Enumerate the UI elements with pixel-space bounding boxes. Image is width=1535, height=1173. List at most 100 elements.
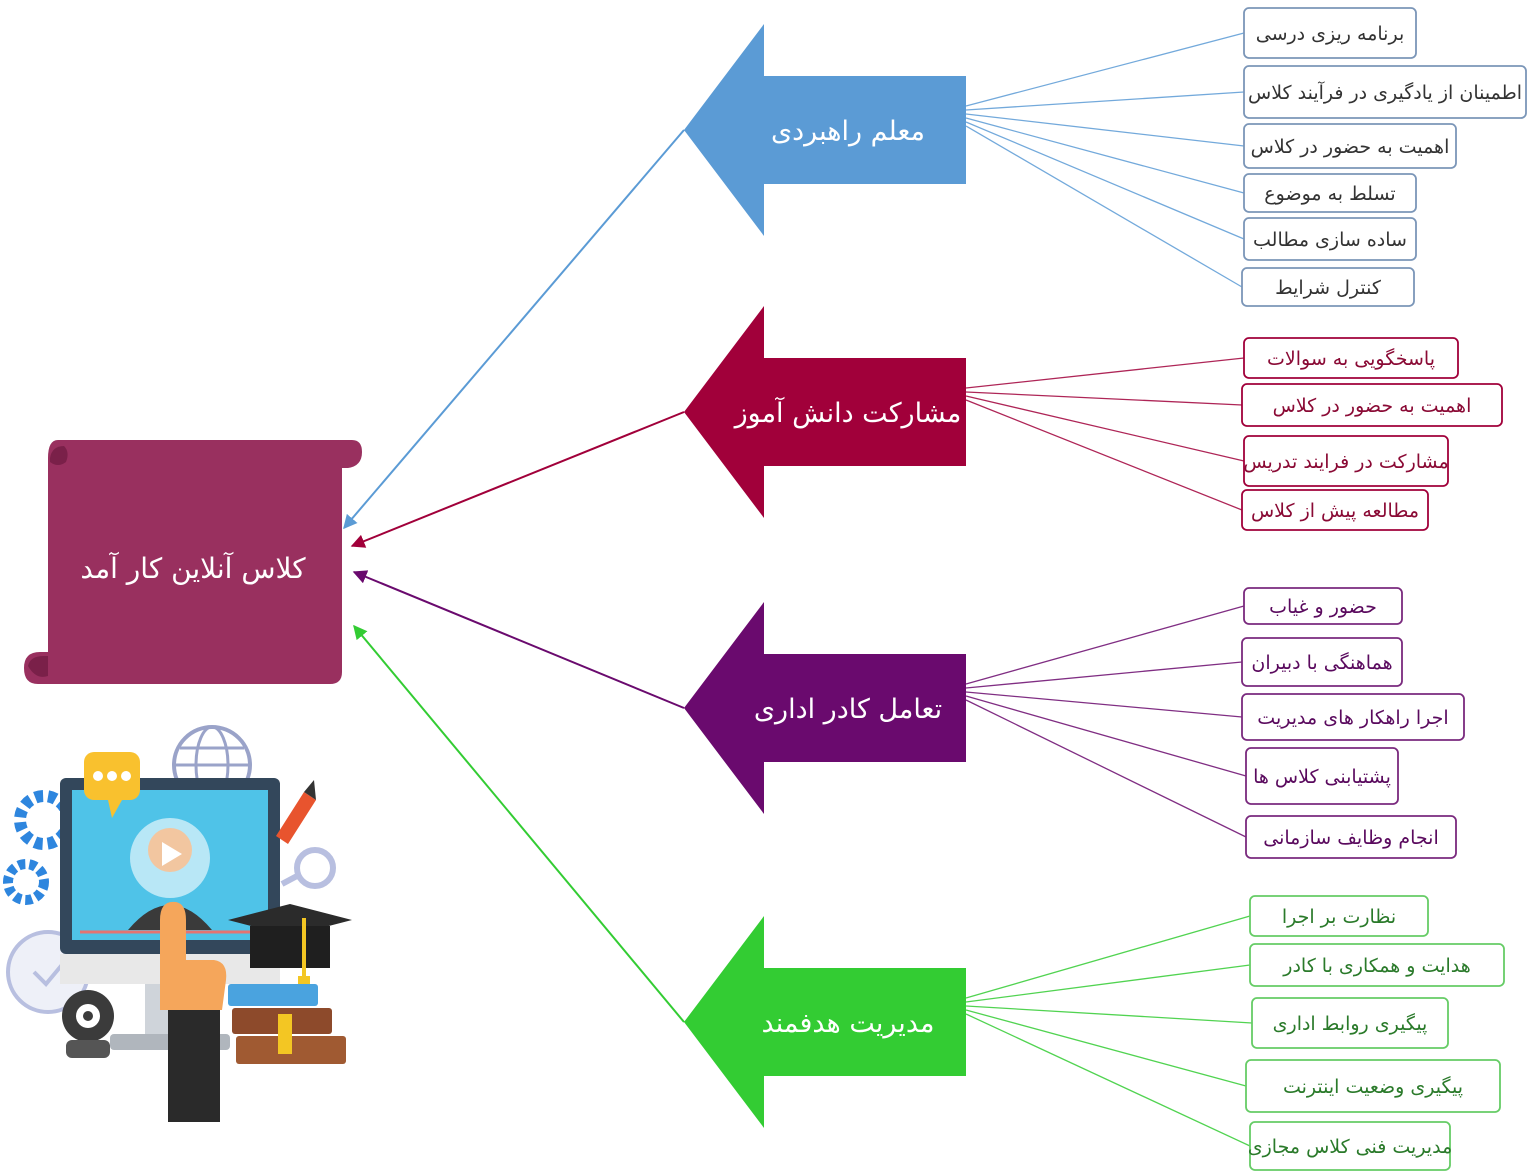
group-arrow-label: تعامل کادر اداری [754, 694, 942, 725]
item-box-frame [1241, 637, 1403, 687]
item-connector [965, 121, 1245, 240]
item-box-frame [1243, 337, 1459, 379]
item-connector [965, 113, 1245, 147]
item-connector [965, 1013, 1251, 1147]
item-box: اهمیت به حضور در کلاس [1243, 123, 1457, 169]
item-connector [965, 1005, 1253, 1024]
item-label: اهمیت به حضور در کلاس [1273, 395, 1472, 417]
pencil-icon [276, 780, 316, 844]
group-to-center-connector [352, 570, 685, 709]
item-connector [965, 1009, 1247, 1087]
item-connector [965, 91, 1245, 111]
item-connector [965, 399, 1243, 511]
item-box: پاسخگویی به سوالات [1243, 337, 1459, 379]
item-box-frame [1241, 383, 1503, 427]
books-icon [228, 984, 346, 1064]
item-connector [965, 695, 1247, 777]
item-box-frame [1245, 747, 1399, 805]
item-label: مشارکت در فرایند تدریس [1243, 451, 1448, 473]
item-label: پشتیابنی کلاس ها [1253, 766, 1391, 788]
group-arrow: معلم راهبردی [684, 24, 966, 236]
block-arrow-shape [684, 306, 966, 518]
item-box: اطمینان از یادگیری در فرآیند کلاس [1243, 65, 1527, 119]
block-arrow-shape [684, 602, 966, 814]
item-box: مشارکت در فرایند تدریس [1243, 435, 1449, 487]
group-to-center-connector [350, 411, 685, 548]
item-connector [965, 357, 1245, 389]
group-to-center-connector [343, 129, 685, 530]
scroll-shape [24, 440, 362, 684]
item-connector [965, 391, 1243, 406]
item-label: مدیریت فنی کلاس مجازی [1248, 1136, 1453, 1158]
item-box: انجام وظایف سازمانی [1245, 815, 1457, 859]
item-box-frame [1249, 943, 1505, 987]
item-box: حضور و غیاب [1243, 587, 1403, 625]
item-box-frame [1243, 7, 1417, 59]
item-box: هدایت و همکاری با کادر [1249, 943, 1505, 987]
scroll-curl-top [50, 446, 68, 465]
item-box-frame [1241, 267, 1415, 307]
item-box: مطالعه پیش از کلاس [1241, 489, 1429, 531]
item-box-frame [1243, 587, 1403, 625]
item-box-frame [1243, 123, 1457, 169]
magnifier-icon [280, 847, 336, 889]
item-box: کنترل شرایط [1241, 267, 1415, 307]
item-box-frame [1245, 1059, 1501, 1113]
group-arrow: مشارکت دانش آموز [684, 306, 966, 518]
item-label: اطمینان از یادگیری در فرآیند کلاس [1248, 80, 1522, 104]
center-label: کلاس آنلاین کار آمد [80, 552, 306, 585]
item-label: حضور و غیاب [1269, 596, 1377, 618]
item-box-frame [1243, 217, 1417, 261]
item-connector [965, 964, 1251, 1003]
center-scroll-node: کلاس آنلاین کار آمد [24, 440, 362, 684]
item-connector [965, 915, 1251, 999]
item-box-frame [1243, 435, 1449, 487]
item-connector [965, 125, 1243, 288]
group-arrow-label: مشارکت دانش آموز [733, 397, 962, 429]
item-label: تسلط به موضوع [1264, 183, 1395, 205]
item-label: اهمیت به حضور در کلاس [1251, 136, 1450, 158]
item-box: برنامه ریزی درسی [1243, 7, 1417, 59]
item-box: اجرا راهکار های مدیریت [1241, 693, 1465, 741]
group-arrows: معلم راهبردی مشارکت دانش آموز تعامل کادر ا… [684, 24, 966, 1128]
item-connector [965, 395, 1245, 462]
item-box-frame [1241, 489, 1429, 531]
gear-icon [3, 790, 74, 905]
item-box: نظارت بر اجرا [1249, 895, 1429, 937]
item-box: اهمیت به حضور در کلاس [1241, 383, 1503, 427]
group-arrow: تعامل کادر اداری [684, 602, 966, 814]
item-connector [965, 691, 1243, 718]
item-box: تسلط به موضوع [1243, 173, 1417, 213]
item-label: اجرا راهکار های مدیریت [1257, 707, 1448, 729]
webcam-icon [62, 990, 114, 1058]
item-connector [965, 32, 1245, 107]
item-connector [965, 605, 1245, 685]
item-box-frame [1245, 815, 1457, 859]
group-arrow: مدیریت هدفمند [684, 916, 966, 1128]
item-label: نظارت بر اجرا [1282, 906, 1396, 928]
item-label: برنامه ریزی درسی [1256, 23, 1405, 45]
item-connector [965, 117, 1245, 194]
item-label: مطالعه پیش از کلاس [1251, 500, 1419, 522]
item-label: ساده سازی مطالب [1253, 229, 1407, 251]
chat-bubble-icon [84, 752, 140, 818]
online-class-illustration [3, 725, 352, 1122]
block-arrow-shape [684, 916, 966, 1128]
item-box: پیگیری روابط اداری [1251, 997, 1449, 1049]
item-label: هماهنگی با دبیران [1251, 651, 1392, 674]
item-box-frame [1251, 997, 1449, 1049]
item-box: هماهنگی با دبیران [1241, 637, 1403, 687]
item-boxes: برنامه ریزی درسی اطمینان از یادگیری در فر… [1241, 7, 1527, 1171]
group-to-center-connector [353, 624, 685, 1023]
item-box-frame [1243, 173, 1417, 213]
item-label: انجام وظایف سازمانی [1263, 827, 1438, 849]
item-box-frame [1249, 1121, 1451, 1171]
group-arrow-label: معلم راهبردی [771, 116, 925, 147]
item-box: ساده سازی مطالب [1243, 217, 1417, 261]
item-label: هدایت و همکاری با کادر [1282, 955, 1470, 977]
connector-lines [343, 32, 1253, 1147]
item-box-frame [1241, 693, 1465, 741]
group-arrow-label: مدیریت هدفمند [762, 1008, 935, 1039]
item-connector [965, 699, 1247, 838]
